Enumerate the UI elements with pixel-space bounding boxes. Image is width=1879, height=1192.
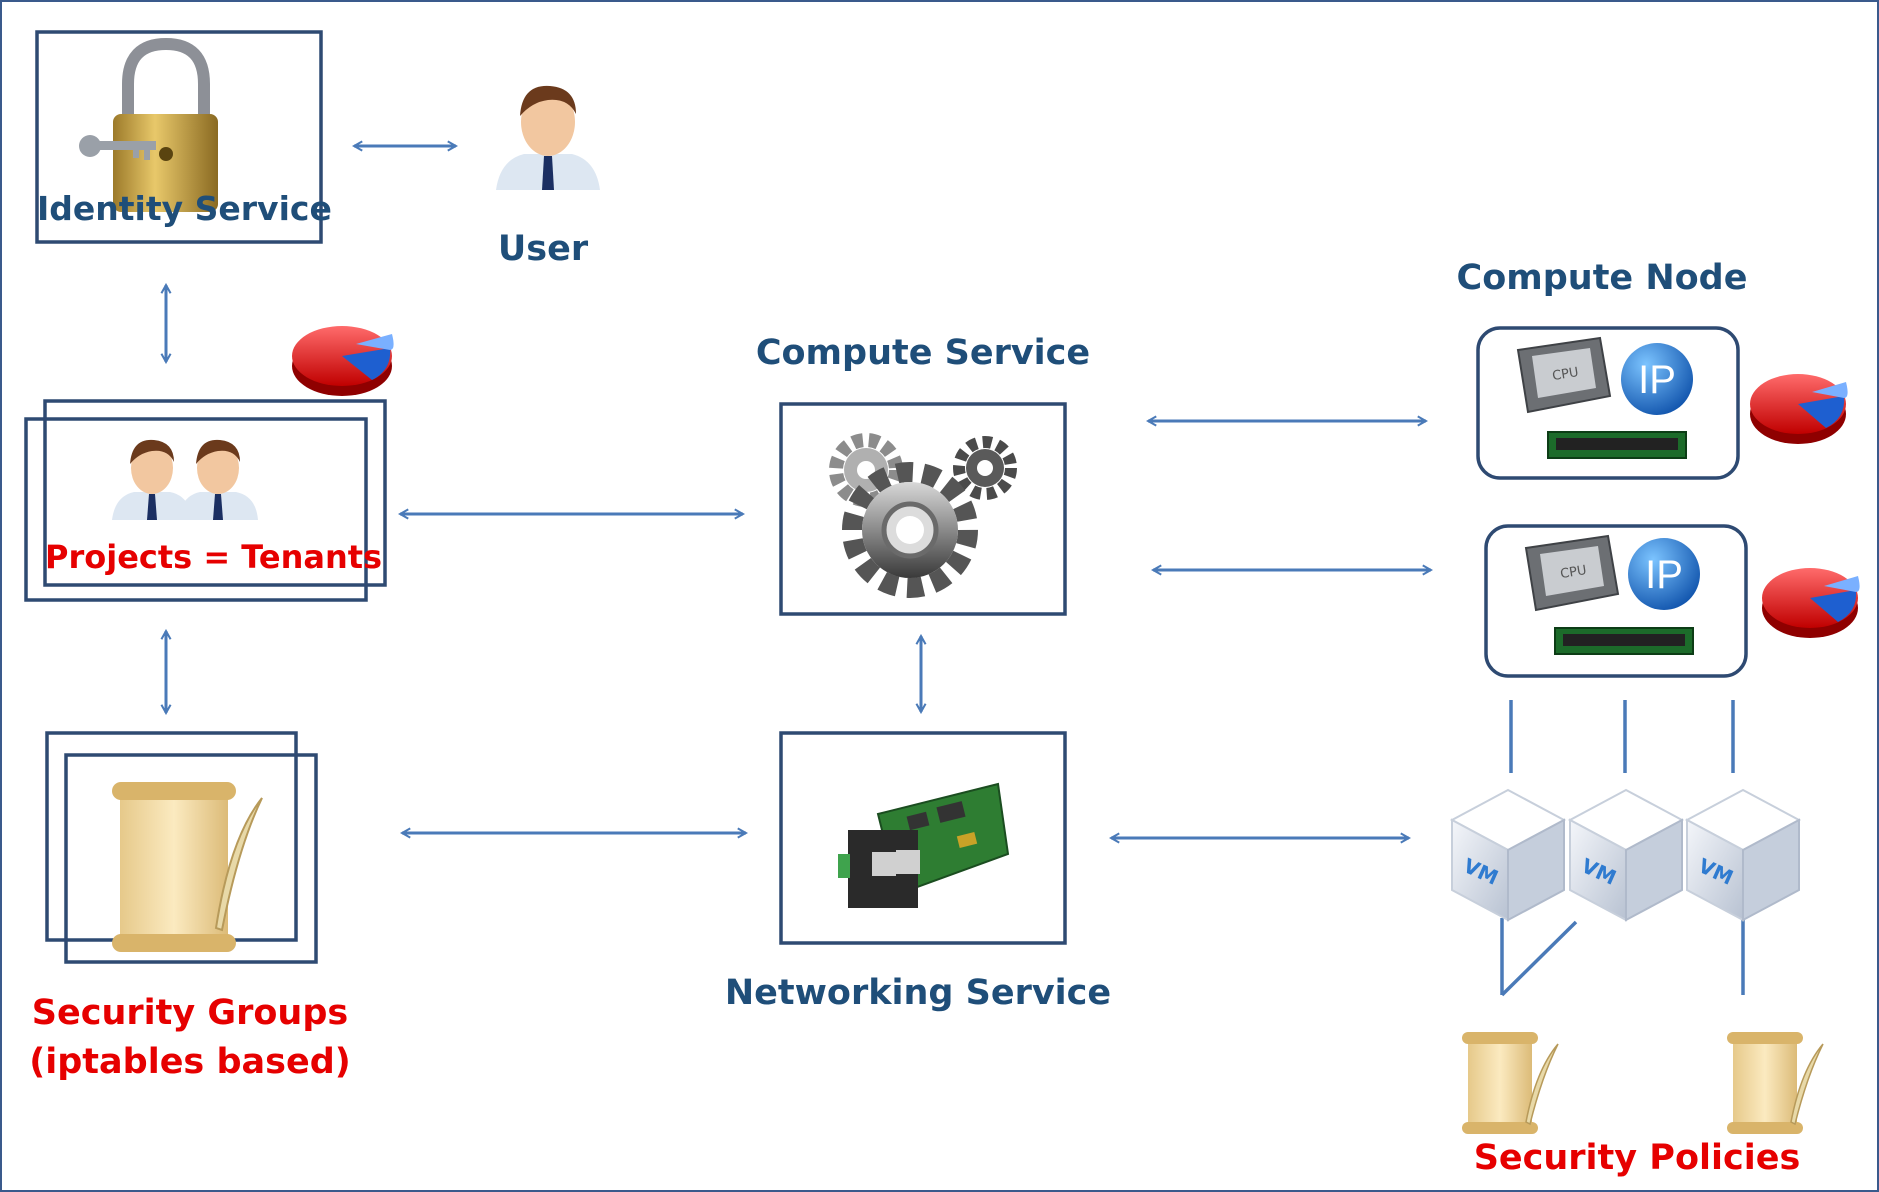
policy-scroll-icon [1462,1032,1559,1134]
security-policies-label: Security Policies [1473,1138,1801,1178]
security-groups-label-line1: Security Groups [31,993,349,1033]
pie-chart-icon [1762,568,1860,638]
cpu-chip-icon: CPU [1516,336,1612,414]
projects-label: Projects = Tenants [45,538,383,576]
vm-cube-icon: VM [1684,788,1802,922]
projects-box-back [43,399,387,587]
cpu-chip-icon: CPU [1524,534,1620,612]
memory-stick-icon [1554,627,1694,655]
user-label: User [497,229,589,269]
networking-service-box [779,731,1067,945]
ip-icon: IP [1628,538,1700,610]
networking-service-label: Networking Service [724,973,1112,1013]
key-icon [79,135,156,160]
compute-node-label: Compute Node [1456,258,1748,298]
policy-scroll-icon [1727,1032,1824,1134]
identity-service-label: Identity Service [37,189,332,228]
compute-node-box-2 [1484,524,1748,678]
projects-box-front [24,417,368,602]
compute-service-label: Compute Service [755,333,1091,373]
memory-stick-icon [1547,431,1687,459]
network-card-icon [838,782,1010,908]
compute-service-box [779,402,1067,616]
padlock-icon [79,37,218,212]
ip-label: IP [1645,553,1683,597]
gears-icon [829,433,1017,598]
tenant-user-icon [178,439,258,520]
vm-cube-icon: VM [1449,788,1567,922]
scroll-icon [112,782,263,952]
security-groups-label-line2: (iptables based) [29,1042,351,1082]
ip-label: IP [1638,358,1676,402]
security-groups-box-front [64,753,318,964]
vm-cube-icon: VM [1567,788,1685,922]
cpu-label: CPU [1559,563,1587,582]
user-avatar-icon [496,85,600,190]
compute-node-box-1 [1476,326,1740,480]
vm-connector-lines [1500,700,1745,997]
ip-icon: IP [1621,343,1693,415]
pie-chart-icon [292,326,394,396]
tenant-user-icon [112,439,192,520]
pie-chart-icon [1750,374,1848,444]
identity-service-box [35,30,323,244]
cpu-label: CPU [1551,365,1579,384]
